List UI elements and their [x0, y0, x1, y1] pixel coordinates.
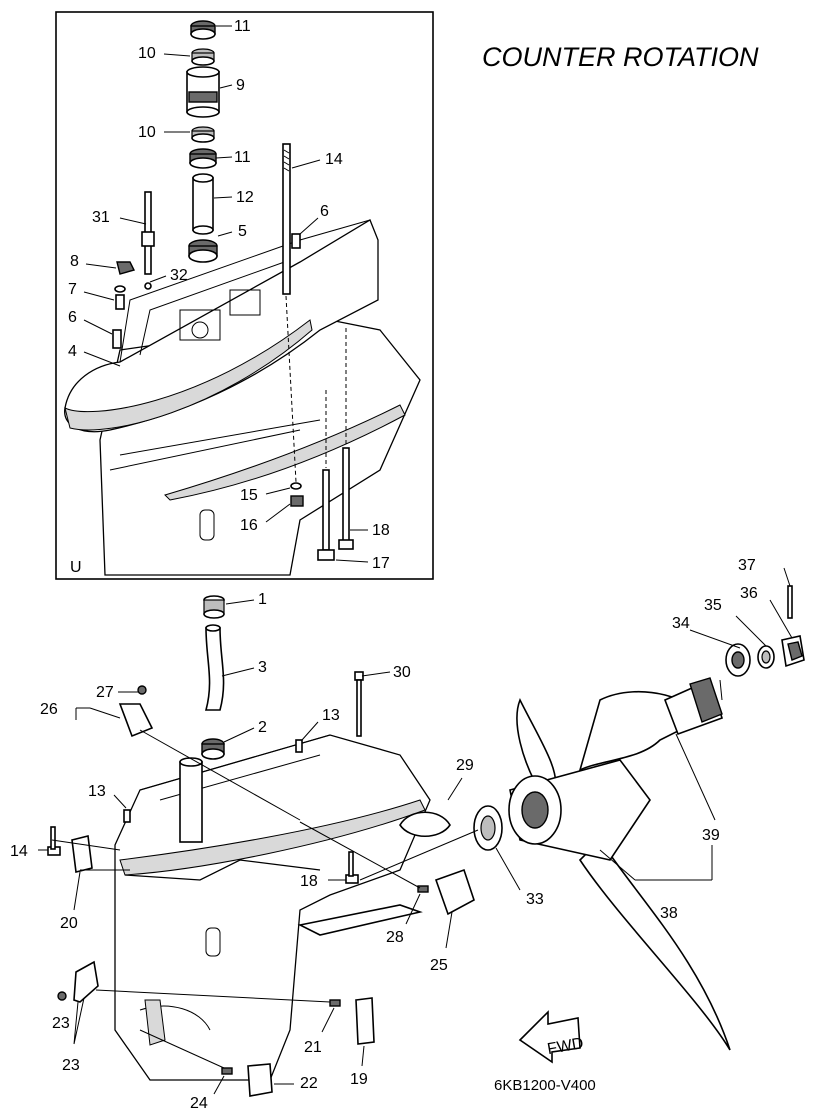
callout-27: 26	[40, 701, 58, 718]
callout-21: 21	[304, 1039, 322, 1056]
callout-22: 22	[300, 1075, 318, 1092]
callout-7: 7	[68, 281, 77, 298]
callout-26: 25	[430, 957, 448, 974]
drawing-code: 6KB1200-V400	[494, 1077, 596, 1094]
callout-13: 13	[322, 707, 340, 724]
callout-33: 32	[170, 267, 188, 284]
callout-6: 6	[320, 203, 329, 220]
callout-14: 14	[325, 151, 343, 168]
callout-38: 37	[738, 557, 756, 574]
callout-24: 23	[52, 1015, 70, 1032]
callout-29: 28	[386, 929, 404, 946]
callout-1: 1	[258, 591, 267, 608]
callout-2: 2	[258, 719, 267, 736]
callouts-main: 1 3 2 30 13 27 26 13 14 20 29 33 18 28 2…	[10, 557, 793, 1112]
callout-10: 10	[138, 124, 156, 141]
callout-10: 10	[138, 45, 156, 62]
fwd-arrow: FWD	[518, 1010, 585, 1064]
main-small-parts	[47, 671, 503, 1097]
callout-30: 29	[456, 757, 474, 774]
callout-36: 35	[704, 597, 722, 614]
callout-15: 15	[240, 487, 258, 504]
callout-8: 8	[70, 253, 79, 270]
propeller-39	[508, 691, 731, 1051]
callout-34: 33	[526, 891, 544, 908]
callout-39: 38	[660, 905, 678, 922]
inset-shaft-stack	[186, 20, 220, 263]
callout-9: 9	[236, 77, 245, 94]
callout-40: 39	[702, 827, 720, 844]
callout-11: 11	[234, 149, 251, 166]
inset-corner-mark: U	[70, 559, 82, 576]
callout-23: 23	[62, 1057, 80, 1074]
inset-frame	[55, 11, 434, 580]
callout-14: 14	[10, 843, 28, 860]
callout-25: 24	[190, 1095, 208, 1112]
main-leader-lines	[51, 729, 479, 1069]
fwd-arrow-label: FWD	[546, 1035, 585, 1058]
lower-gear-case	[114, 734, 431, 1081]
diagram-title: COUNTER ROTATION	[482, 42, 759, 72]
callout-5: 5	[238, 223, 247, 240]
callout-18: 18	[300, 873, 318, 890]
callout-17: 17	[372, 555, 390, 572]
callout-12: 12	[236, 189, 254, 206]
upper-casing-4	[64, 219, 379, 433]
callout-4: 4	[68, 343, 77, 360]
callout-32: 31	[92, 209, 110, 226]
callout-37: 36	[740, 585, 758, 602]
callout-3: 3	[258, 659, 267, 676]
callouts-inset: 11 10 9 10 11 12 14 5 6 31 8 32 7 6 4 15…	[68, 18, 390, 572]
callout-28: 27	[96, 684, 114, 701]
callout-19: 19	[350, 1071, 368, 1088]
callout-11: 11	[234, 18, 251, 35]
callout-6: 6	[68, 309, 77, 326]
water-tube-assembly	[179, 595, 225, 843]
callout-13: 13	[88, 783, 106, 800]
callout-20: 20	[60, 915, 78, 932]
callout-16: 16	[240, 517, 258, 534]
propeller-hardware	[599, 585, 805, 881]
callout-35: 34	[672, 615, 690, 632]
callout-31: 30	[393, 664, 411, 681]
inset-small-parts	[112, 143, 354, 561]
callout-18: 18	[372, 522, 390, 539]
